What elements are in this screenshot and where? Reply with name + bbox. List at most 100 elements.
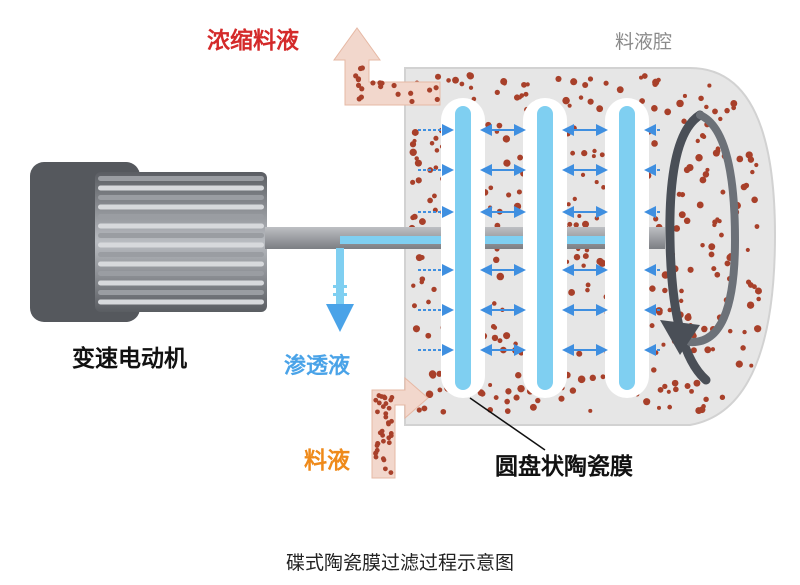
particle (695, 154, 703, 162)
particle (746, 301, 755, 309)
particle (373, 397, 379, 403)
particle (414, 156, 419, 161)
particle (673, 225, 681, 232)
particle (373, 450, 378, 456)
particle (756, 296, 761, 302)
particle (412, 325, 421, 333)
particle (708, 243, 716, 251)
motor-fin (98, 204, 264, 210)
particle (724, 107, 730, 114)
particle (695, 138, 700, 144)
particle (427, 87, 433, 93)
particle (471, 96, 477, 102)
particle (488, 205, 493, 210)
membrane-disc (619, 106, 635, 390)
particle (410, 214, 416, 221)
membrane-label: 圆盘状陶瓷膜 (495, 454, 633, 480)
particle (388, 433, 394, 439)
particle (676, 99, 684, 108)
particle (703, 396, 709, 403)
particle (516, 189, 522, 195)
particle (587, 76, 594, 82)
particle (719, 394, 726, 401)
particle (517, 95, 522, 100)
particle (491, 301, 497, 306)
particle (582, 253, 589, 260)
particle (515, 372, 522, 379)
membrane-disc (537, 106, 553, 390)
particle (689, 388, 694, 394)
permeate-label: 渗透液 (284, 354, 351, 379)
particle (724, 260, 731, 267)
concentrate-label: 浓缩料液 (207, 28, 299, 54)
particle (568, 289, 576, 296)
particle (594, 180, 599, 185)
particle (671, 379, 679, 387)
particle (377, 430, 383, 436)
particle (355, 77, 362, 83)
particle (591, 154, 596, 159)
particle (497, 338, 503, 344)
particle (395, 91, 401, 97)
particle (428, 370, 437, 378)
particle (567, 221, 573, 227)
particle (695, 407, 703, 415)
particle (582, 220, 590, 228)
particle (419, 218, 426, 226)
particle (503, 332, 511, 340)
particle (494, 89, 500, 95)
permeate-arrow (326, 285, 354, 332)
filtration-flow-arrows (418, 124, 660, 356)
particle (359, 65, 365, 71)
particle (714, 271, 721, 278)
particle (416, 407, 422, 413)
particle (427, 197, 433, 204)
concentrate-outlet (333, 27, 441, 106)
particle (596, 105, 604, 113)
particle (578, 95, 584, 100)
particle (388, 397, 394, 403)
particle (754, 162, 759, 168)
particle (740, 183, 748, 191)
particle (742, 329, 747, 335)
particle (572, 196, 577, 202)
particle (661, 342, 666, 347)
particle (676, 191, 682, 197)
particle (684, 383, 691, 390)
motor-fin (98, 290, 264, 295)
particle (529, 403, 537, 411)
particle (513, 341, 518, 347)
particle (651, 140, 658, 147)
particle (414, 159, 422, 167)
particle (598, 259, 606, 267)
particle (485, 121, 492, 128)
particle (496, 122, 503, 129)
particle (718, 116, 723, 122)
membrane-disc (455, 106, 471, 390)
particle (570, 150, 576, 156)
motor-fin (98, 214, 264, 219)
particle (693, 379, 701, 387)
particle (587, 98, 594, 105)
motor-fin (98, 176, 264, 181)
particle (678, 298, 684, 304)
particle (376, 400, 382, 406)
particle (505, 388, 512, 395)
particle (490, 324, 497, 330)
particle (566, 202, 571, 207)
particle (600, 374, 606, 380)
particle (710, 347, 716, 352)
particle (582, 81, 589, 89)
particle (569, 387, 577, 394)
particle (436, 372, 442, 377)
particle (649, 285, 656, 292)
particle (599, 152, 605, 158)
particle (735, 360, 743, 368)
particle (356, 96, 362, 102)
particle (684, 313, 692, 322)
particle (705, 167, 710, 172)
particle (702, 171, 710, 178)
particle (681, 118, 687, 124)
particle (419, 279, 425, 285)
particle (434, 73, 442, 80)
